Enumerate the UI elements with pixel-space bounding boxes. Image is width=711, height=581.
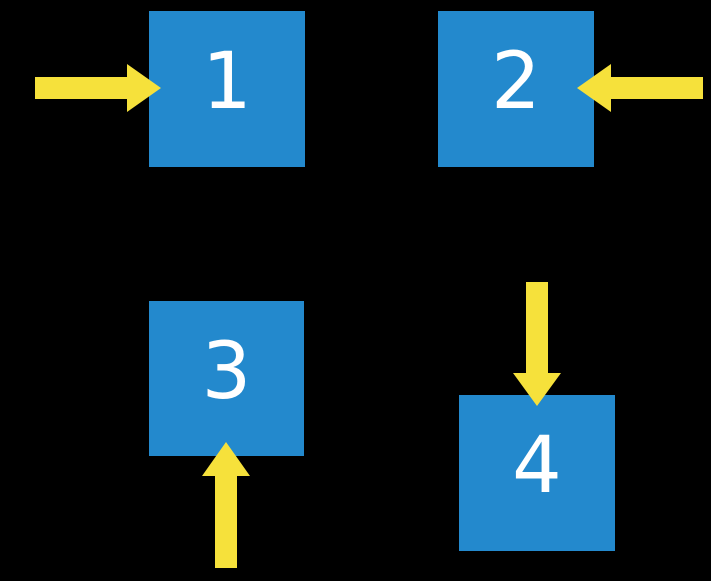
square-4-label: 4 <box>512 421 562 511</box>
arrow-down-icon <box>513 282 561 406</box>
square-3[interactable]: 3 <box>149 301 304 456</box>
arrow-left-icon <box>577 64 703 112</box>
square-2[interactable]: 2 <box>438 11 594 167</box>
square-1-label: 1 <box>202 37 252 127</box>
square-4[interactable]: 4 <box>459 395 615 551</box>
square-3-label: 3 <box>201 326 252 417</box>
arrow-up-icon <box>202 442 250 568</box>
square-2-label: 2 <box>491 37 541 127</box>
arrow-right-icon <box>35 64 161 112</box>
square-1[interactable]: 1 <box>149 11 305 167</box>
